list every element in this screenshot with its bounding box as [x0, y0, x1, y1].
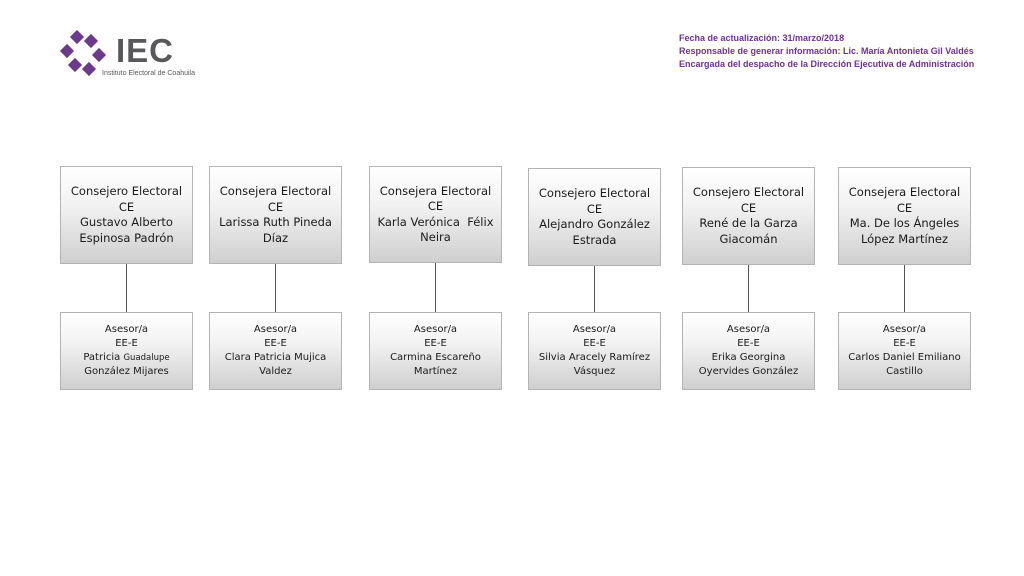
responsible-role: Encargada del despacho de la Dirección E… [679, 59, 975, 69]
consejero-box: Consejera Electoral CE Karla Verónica Fé… [369, 166, 502, 263]
logo-subtitle: Instituto Electoral de Coahuila [102, 70, 195, 77]
asesor-role: Asesor/a [413, 324, 458, 335]
consejero-name: René de la Garza Giacomán [699, 216, 798, 246]
connector-line [748, 265, 749, 312]
connector-line [435, 263, 436, 312]
asesor-box: Asesor/a EE-E Patricia Guadalupe Gonzále… [60, 312, 193, 390]
asesor-role: Asesor/a [726, 324, 771, 335]
consejero-name: Ma. De los Ángeles López Martínez [849, 216, 960, 246]
consejero-role: Consejero Electoral [538, 186, 651, 200]
asesor-code: EE-E [424, 338, 447, 349]
consejero-role: Consejera Electoral [848, 185, 961, 199]
consejero-code: CE [586, 201, 603, 216]
asesor-role: Asesor/a [882, 324, 927, 335]
consejero-box: Consejero Electoral CE René de la Garza … [682, 167, 815, 265]
asesor-code: EE-E [115, 338, 138, 349]
consejero-role: Consejera Electoral [379, 183, 492, 198]
consejero-name: Larissa Ruth Pineda Díaz [219, 215, 332, 245]
consejero-box: Consejero Electoral CE Gustavo Alberto E… [60, 166, 193, 264]
asesor-name: Carlos Daniel Emiliano Castillo [848, 352, 961, 377]
asesor-name: Silvia Aracely Ramírez Vásquez [538, 352, 651, 377]
asesor-box: Asesor/a EE-E Silvia Aracely Ramírez Vás… [528, 312, 661, 390]
asesor-code: EE-E [737, 338, 760, 349]
asesor-code: EE-E [893, 338, 916, 349]
consejero-box: Consejera Electoral CE Larissa Ruth Pine… [209, 166, 342, 264]
iec-logo-icon [59, 30, 107, 77]
asesor-name: Patricia Guadalupe [83, 352, 170, 363]
update-info: Fecha de actualización: 31/marzo/2018 Re… [679, 32, 974, 71]
asesor-box: Asesor/a EE-E Erika Georgina Oyervides G… [682, 312, 815, 390]
consejero-box: Consejero Electoral CE Alejandro Gonzále… [528, 168, 661, 266]
asesor-code: EE-E [583, 338, 606, 349]
consejero-role: Consejero Electoral [70, 184, 183, 198]
consejero-name: Karla Verónica Félix Neira [377, 214, 498, 245]
asesor-role: Asesor/a [572, 324, 617, 335]
consejero-code: CE [427, 199, 444, 213]
consejero-code: CE [740, 200, 757, 215]
consejero-code: CE [118, 199, 135, 214]
consejero-role: Consejero Electoral [692, 185, 805, 199]
connector-line [275, 264, 276, 312]
asesor-box: Asesor/a EE-E Carlos Daniel Emiliano Cas… [838, 312, 971, 390]
update-date: Fecha de actualización: 31/marzo/2018 [679, 33, 845, 43]
asesor-name: Erika Georgina Oyervides González [698, 352, 799, 377]
asesor-role: Asesor/a [253, 324, 298, 335]
connector-line [904, 265, 905, 312]
connector-line [126, 264, 127, 312]
responsible-person: Responsable de generar información: Lic.… [679, 46, 974, 56]
asesor-name: Carmina Escareño Martínez [390, 352, 481, 377]
asesor-name: Clara Patricia Mujica Valdez [224, 352, 327, 377]
logo-name: IEC [116, 32, 175, 69]
asesor-box: Asesor/a EE-E Carmina Escareño Martínez [369, 312, 502, 390]
consejero-box: Consejera Electoral CE Ma. De los Ángele… [838, 167, 971, 265]
consejero-code: CE [896, 200, 913, 215]
consejero-code: CE [267, 199, 284, 214]
consejero-role: Consejera Electoral [219, 184, 332, 198]
consejero-name: Gustavo Alberto Espinosa Padrón [79, 215, 174, 245]
asesor-role: Asesor/a [104, 324, 149, 335]
asesor-surname: González Mijares [84, 366, 169, 377]
asesor-code: EE-E [264, 338, 287, 349]
asesor-box: Asesor/a EE-E Clara Patricia Mujica Vald… [209, 312, 342, 390]
iec-logo: IEC Instituto Electoral de Coahuila [58, 30, 218, 82]
connector-line [594, 266, 595, 312]
consejero-name: Alejandro González Estrada [539, 217, 650, 247]
